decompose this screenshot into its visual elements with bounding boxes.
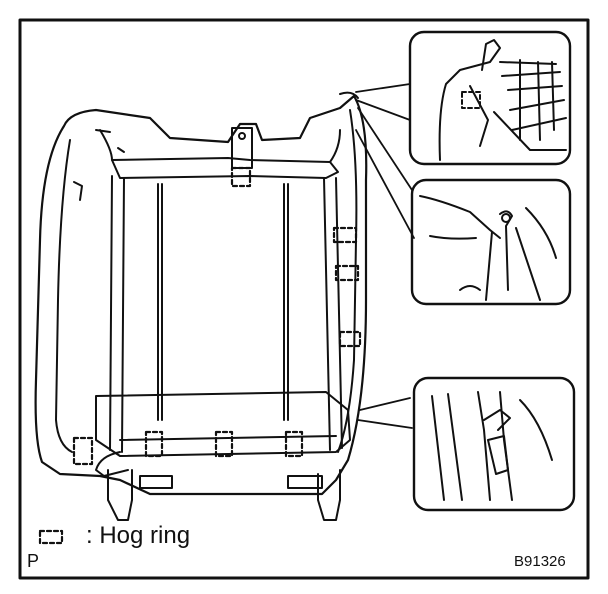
hog-ring-bottom-4 [284,430,304,458]
legend-label: : Hog ring [86,522,191,549]
hog-ring-markers [72,166,362,466]
seat-back-frame [34,91,368,521]
detail-view-middle [410,178,572,306]
leader-lines [355,83,415,429]
figure-border [18,18,590,580]
hog-ring-bottom-3 [214,430,234,458]
corner-letter: P [27,551,40,571]
hog-ring-bottom-2 [144,430,164,458]
hog-ring-icon [38,529,64,545]
detail-view-top [408,30,572,166]
detail-view-bottom [412,376,576,512]
hog-ring-bottom-left [72,436,94,466]
hog-ring-right-2 [334,264,360,282]
hog-ring-right-1 [332,226,358,244]
hog-ring-detail-top [461,91,481,109]
figure-code: B91326 [514,553,566,570]
hog-ring-top-center [230,166,252,188]
hog-ring-right-3 [338,330,362,348]
